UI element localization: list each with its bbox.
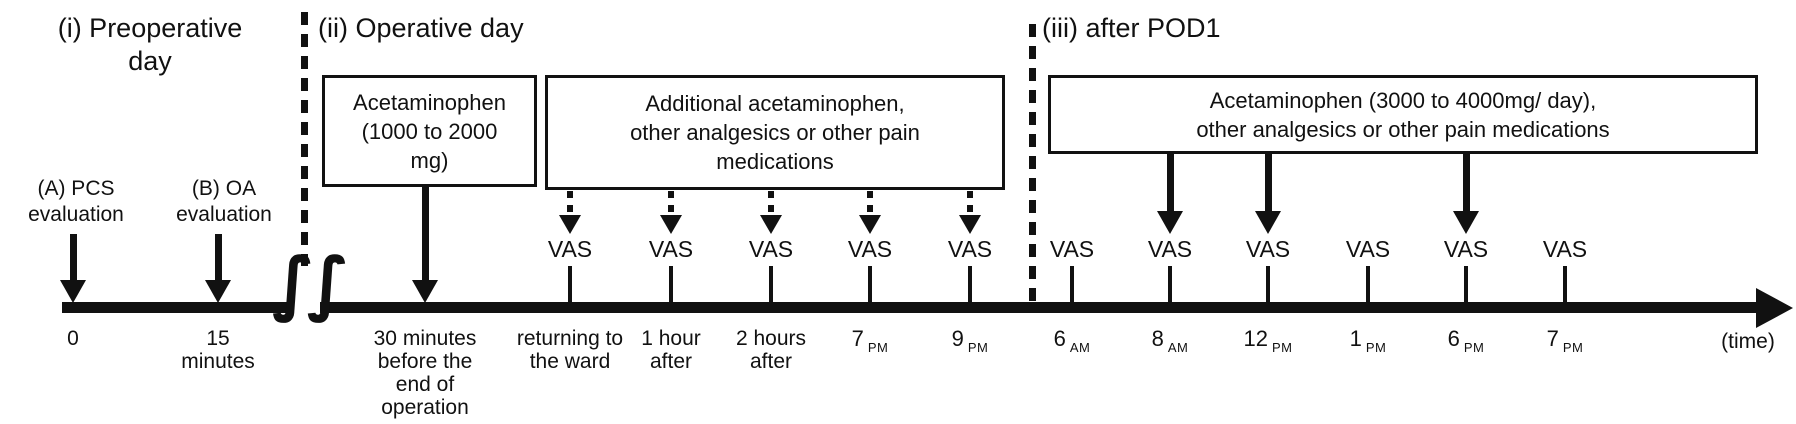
time-label: 0 — [67, 327, 79, 350]
vas-label: VAS — [1147, 236, 1193, 262]
medication-box-operative-intraop: Acetaminophen (1000 to 2000 mg) — [322, 75, 537, 187]
timeline-tick — [1366, 266, 1370, 303]
down-arrow-dashed-icon — [668, 191, 674, 217]
down-arrow-dashed-head-icon — [660, 215, 682, 234]
down-arrow-solid-head-icon — [205, 280, 231, 303]
time-period: PM — [967, 340, 989, 355]
phase-heading-operative: (ii) Operative day — [318, 13, 524, 43]
vas-label: VAS — [1245, 236, 1291, 262]
time-period: PM — [867, 340, 889, 355]
timeline-bar-right — [320, 302, 1757, 313]
down-arrow-solid-icon — [215, 234, 222, 282]
down-arrow-solid-head-icon — [1255, 211, 1281, 234]
axis-break-icon: ∫∫ — [272, 242, 349, 324]
down-arrow-solid-icon — [422, 187, 429, 282]
timeline-tick — [669, 266, 673, 303]
down-arrow-dashed-head-icon — [760, 215, 782, 234]
vas-label: VAS — [1542, 236, 1588, 262]
vas-label: VAS — [547, 236, 593, 262]
down-arrow-dashed-icon — [867, 191, 873, 217]
down-arrow-dashed-head-icon — [559, 215, 581, 234]
down-arrow-solid-head-icon — [1453, 211, 1479, 234]
timeline-tick — [1563, 266, 1567, 303]
timeline-tick — [968, 266, 972, 303]
time-value: 6 — [1053, 326, 1066, 351]
medication-box-after-pod1: Acetaminophen (3000 to 4000mg/ day), oth… — [1048, 75, 1758, 154]
time-label: 15 minutes — [181, 327, 255, 373]
timeline-arrowhead-icon — [1756, 288, 1793, 328]
down-arrow-solid-icon — [1463, 154, 1470, 213]
timeline-tick — [1168, 266, 1172, 303]
time-axis-label: (time) — [1721, 330, 1775, 353]
time-period: AM — [1167, 340, 1189, 355]
down-arrow-solid-icon — [70, 234, 77, 282]
down-arrow-solid-head-icon — [60, 280, 86, 303]
vas-label: VAS — [1049, 236, 1095, 262]
down-arrow-dashed-icon — [768, 191, 774, 217]
down-arrow-dashed-head-icon — [859, 215, 881, 234]
phase-heading-preoperative: (i) Preoperative day — [57, 13, 243, 76]
time-period: PM — [1365, 340, 1387, 355]
evaluation-label-oa: (B) OA evaluation — [176, 177, 272, 226]
medication-box-operative-postop: Additional acetaminophen, other analgesi… — [545, 75, 1005, 190]
down-arrow-dashed-icon — [567, 191, 573, 217]
vas-label: VAS — [748, 236, 794, 262]
time-value: 7 — [1546, 326, 1559, 351]
phase-divider-1 — [301, 12, 308, 266]
down-arrow-solid-icon — [1265, 154, 1272, 213]
time-label: 30 minutes before the end of operation — [373, 327, 477, 419]
time-period: PM — [1562, 340, 1584, 355]
down-arrow-solid-head-icon — [412, 280, 438, 303]
time-label: 2 hours after — [735, 327, 807, 373]
time-value: 6 — [1447, 326, 1460, 351]
vas-label: VAS — [648, 236, 694, 262]
time-value: 7 — [851, 326, 864, 351]
time-value: 12 — [1243, 326, 1268, 351]
time-value: 8 — [1151, 326, 1164, 351]
timeline-tick — [769, 266, 773, 303]
timeline-tick — [1464, 266, 1468, 303]
time-period: AM — [1069, 340, 1091, 355]
down-arrow-solid-icon — [1167, 154, 1174, 213]
timeline-tick — [1266, 266, 1270, 303]
vas-label: VAS — [947, 236, 993, 262]
timeline-bar-left — [62, 302, 288, 313]
timeline-tick — [568, 266, 572, 303]
time-label: 1 hour after — [641, 327, 701, 373]
time-value: 1 — [1349, 326, 1362, 351]
time-label: returning to the ward — [516, 327, 624, 373]
evaluation-label-pcs: (A) PCS evaluation — [28, 177, 124, 226]
down-arrow-dashed-icon — [967, 191, 973, 217]
phase-divider-2 — [1029, 24, 1036, 303]
down-arrow-dashed-head-icon — [959, 215, 981, 234]
vas-label: VAS — [847, 236, 893, 262]
time-period: PM — [1271, 340, 1293, 355]
time-value: 9 — [951, 326, 964, 351]
timeline-tick — [868, 266, 872, 303]
vas-label: VAS — [1443, 236, 1489, 262]
time-period: PM — [1463, 340, 1485, 355]
down-arrow-solid-head-icon — [1157, 211, 1183, 234]
timeline-tick — [1070, 266, 1074, 303]
vas-label: VAS — [1345, 236, 1391, 262]
phase-heading-after-pod1: (iii) after POD1 — [1042, 13, 1221, 43]
